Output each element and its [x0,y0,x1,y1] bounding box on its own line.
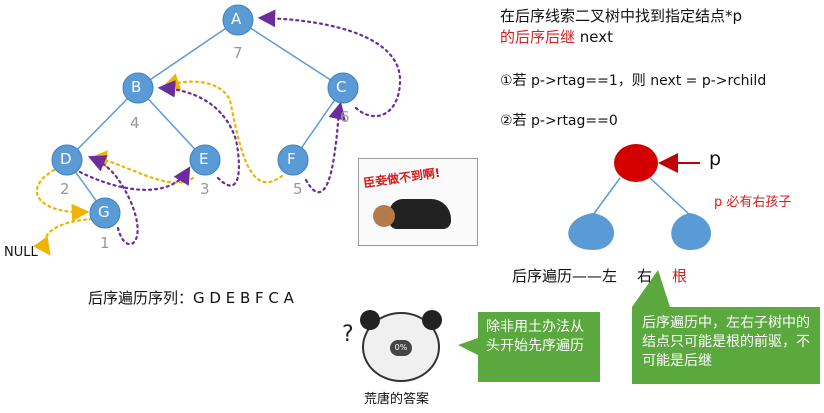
right-subtree-shape [671,213,711,250]
panda-face: 0% [360,310,442,382]
order-number-b: 4 [130,114,140,132]
edge-b-d [66,87,139,161]
panda-badge: 0% [390,340,412,356]
postorder-order-label: 后序遍历——左 右 根 [512,265,687,286]
order-number-e: 3 [200,180,210,198]
diagram-edge-left [592,177,621,216]
rule-2: ②若 p->rtag==0 [500,110,618,130]
panda-ear-right [422,310,442,330]
node-b-label: B [131,78,142,96]
panda-meme-image: ? 0% 荒唐的答案 [342,308,452,408]
rule-2-prefix: ②若 [500,113,527,129]
left-subtree-shape [568,213,615,250]
panda-ear-left [360,310,380,330]
postorder-values: G D E B F C A [193,289,294,307]
thread-g-null [33,217,94,256]
tree-nodes [51,4,359,229]
order-number-d: 2 [60,180,70,198]
order-number-a: 7 [233,44,243,62]
edge-a-b [137,19,239,89]
kneeling-meme-image: 臣妾做不到啊! [358,158,478,246]
node-d-label: D [60,150,72,168]
node-e [189,144,221,176]
edge-b-e [137,87,206,161]
order-number-f: 5 [293,180,303,198]
question-line-1: 在后序线索二叉树中找到指定结点*p [500,7,743,25]
node-f-label: F [287,150,296,168]
node-a-label: A [231,10,242,28]
node-g [89,197,121,229]
panda-caption: 荒唐的答案 [364,392,430,407]
kneel-head [373,205,395,227]
right-child-note: p 必有右孩子 [714,195,792,210]
order-number-g: 1 [100,234,110,252]
purple-threads [78,9,402,246]
postorder-label: 后序遍历序列： [88,289,194,307]
thread-f-e [161,73,284,184]
yellow-threads [33,73,284,256]
green-callout-right-box [632,270,820,384]
node-f [277,144,309,176]
diagram-edge-right [649,177,691,216]
kneel-caption: 臣妾做不到啊! [362,165,442,191]
rule-1-body: p->rtag==1，则 next = p->rchild [531,73,767,89]
thread-f-c [304,101,346,194]
green-callout-right-text: 后序遍历中，左右子树中的结点只可能是根的前驱，不可能是后继 [642,315,810,369]
green-callout-left-text: 除非用土办法从头开始先序遍历 [486,319,584,354]
postorder-sequence: 后序遍历序列：G D E B F C A [88,287,294,308]
node-c-label: C [336,78,347,96]
thread-d-e [78,166,191,191]
node-b [122,72,154,104]
thread-e-d [89,150,195,184]
green-callout-left-box [458,312,600,382]
rule-2-body: p->rtag==0 [531,113,618,129]
node-e-label: E [199,150,209,168]
p-label: p [709,148,722,170]
postorder-diagram [568,144,711,250]
thread-g-d [87,155,139,246]
kneel-figure [389,199,451,229]
order-right: 右 [637,267,653,285]
order-number-c: 6 [340,108,350,126]
question-line-2: 的后序后继 next [500,27,613,47]
question-line-2-red: 的后序后继 [500,28,576,46]
root-p-node [614,144,658,182]
question-mark: ? [342,322,354,347]
null-label: NULL [4,245,38,260]
order-left: 后序遍历——左 [512,267,618,285]
edge-a-c [237,19,344,89]
thread-c-a [257,9,402,118]
node-d [51,144,83,176]
thread-d-g [35,168,90,222]
node-g-label: G [98,203,110,221]
thread-e-b [157,80,241,187]
rule-1-prefix: ①若 [500,73,527,89]
node-a [222,4,254,36]
question-line-2-rest: next [579,28,614,46]
rule-1: ①若 p->rtag==1，则 next = p->rchild [500,70,766,90]
node-c [327,72,359,104]
order-root: 根 [672,267,688,285]
